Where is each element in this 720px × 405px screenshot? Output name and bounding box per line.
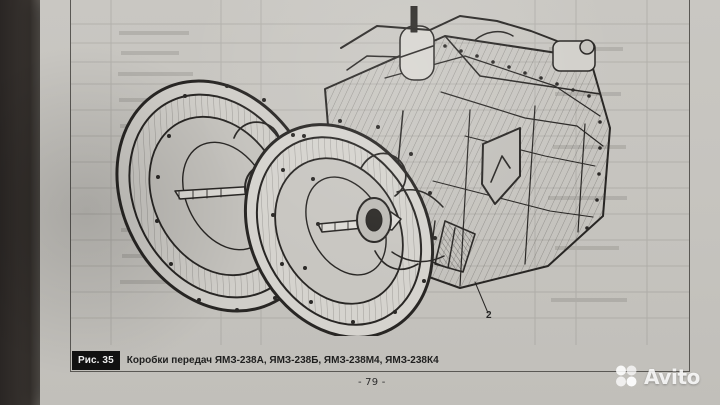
avito-logo-icon xyxy=(616,365,637,387)
caption-text: Коробки передач ЯМЗ-238А, ЯМЗ-238Б, ЯМЗ-… xyxy=(126,354,439,366)
page-frame xyxy=(70,0,690,372)
avito-watermark: Avito xyxy=(614,364,700,389)
watermark-text: Avito xyxy=(644,364,700,389)
figure-label: Рис. 35 xyxy=(72,350,120,370)
page-number: - 79 - xyxy=(358,377,386,388)
callout-number: 2 xyxy=(486,310,492,321)
gearbox-illustration xyxy=(115,6,611,336)
figure-caption: Рис. 35 Коробки передач ЯМЗ-238А, ЯМЗ-23… xyxy=(72,348,688,372)
